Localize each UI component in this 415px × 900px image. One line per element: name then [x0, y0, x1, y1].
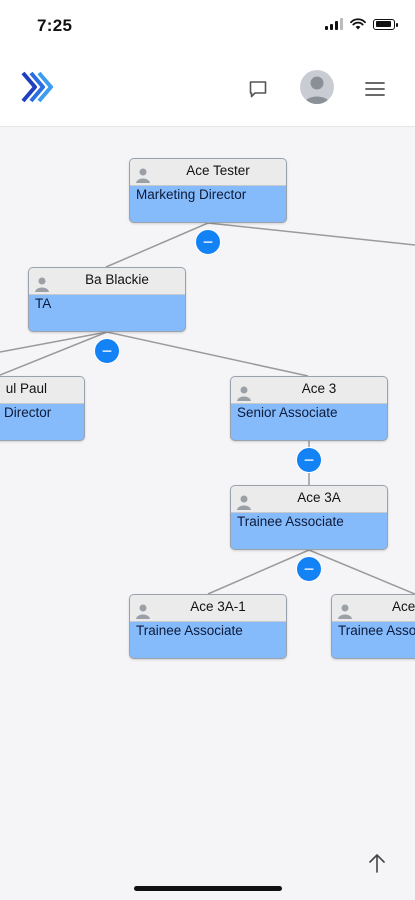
org-node-header: Ace 3 — [231, 377, 387, 404]
org-node-header: Ace Tester — [130, 159, 286, 186]
avatar-button[interactable] — [300, 70, 334, 104]
person-icon — [237, 386, 251, 401]
app-header — [0, 50, 415, 127]
collapse-button-ace-tester[interactable]: − — [195, 229, 221, 255]
org-node-role: Director — [4, 405, 52, 420]
org-node-role: TA — [35, 296, 52, 311]
person-icon — [136, 168, 150, 183]
org-node-ace-tester[interactable]: Ace Tester Marketing Director — [129, 158, 287, 223]
org-chart-canvas[interactable]: Ace Tester Marketing Director − Ba Black… — [0, 127, 415, 900]
org-node-name: Ace 3A-1 — [190, 599, 246, 614]
org-node-ace-3a-1[interactable]: Ace 3A-1 Trainee Associate — [129, 594, 287, 659]
status-bar: 7:25 — [0, 0, 415, 50]
wifi-icon — [350, 18, 366, 30]
org-node-role: Trainee Associate — [237, 514, 344, 529]
status-icons — [325, 18, 398, 30]
org-node-role: Marketing Director — [136, 187, 247, 202]
battery-icon — [373, 18, 398, 30]
org-node-role: Trainee Asso — [338, 623, 415, 638]
org-node-ace-3[interactable]: Ace 3 Senior Associate — [230, 376, 388, 441]
home-indicator[interactable] — [134, 886, 282, 891]
org-node-name: Ace 3A — [297, 490, 341, 505]
org-node-header: Ace 3A — [231, 486, 387, 513]
arrow-up-icon — [369, 854, 385, 873]
person-icon — [338, 604, 352, 619]
org-node-name: Ace — [392, 599, 415, 614]
org-node-role: Senior Associate — [237, 405, 338, 420]
org-node-name: ul Paul — [5, 381, 47, 396]
org-node-paul-paul[interactable]: ul Paul Director — [0, 376, 85, 441]
person-icon — [35, 277, 49, 292]
org-node-header: Ba Blackie — [29, 268, 185, 295]
chat-icon — [249, 81, 267, 98]
org-node-ace-3a[interactable]: Ace 3A Trainee Associate — [230, 485, 388, 550]
collapse-button-ace-3a[interactable]: − — [296, 556, 322, 582]
scroll-to-top-button[interactable] — [364, 850, 390, 876]
org-node-role: Trainee Associate — [136, 623, 243, 638]
org-node-ace-3a-2[interactable]: Ace Trainee Asso — [331, 594, 415, 659]
menu-icon — [365, 82, 385, 96]
org-node-header: ul Paul — [0, 377, 84, 404]
org-node-name: Ace Tester — [186, 163, 250, 178]
status-time: 7:25 — [37, 16, 73, 35]
menu-button[interactable] — [358, 72, 392, 106]
avatar-icon — [304, 76, 330, 104]
org-node-name: Ba Blackie — [85, 272, 149, 287]
org-node-header: Ace 3A-1 — [130, 595, 286, 622]
org-node-name: Ace 3 — [301, 381, 337, 396]
collapse-button-ba-blackie[interactable]: − — [94, 338, 120, 364]
cellular-signal-icon — [325, 18, 343, 30]
org-node-header: Ace — [332, 595, 415, 622]
chat-button[interactable] — [241, 72, 275, 106]
org-node-ba-blackie[interactable]: Ba Blackie TA — [28, 267, 186, 332]
collapse-button-ace-3[interactable]: − — [296, 447, 322, 473]
person-icon — [136, 604, 150, 619]
person-icon — [237, 495, 251, 510]
logo-icon[interactable] — [20, 70, 54, 104]
